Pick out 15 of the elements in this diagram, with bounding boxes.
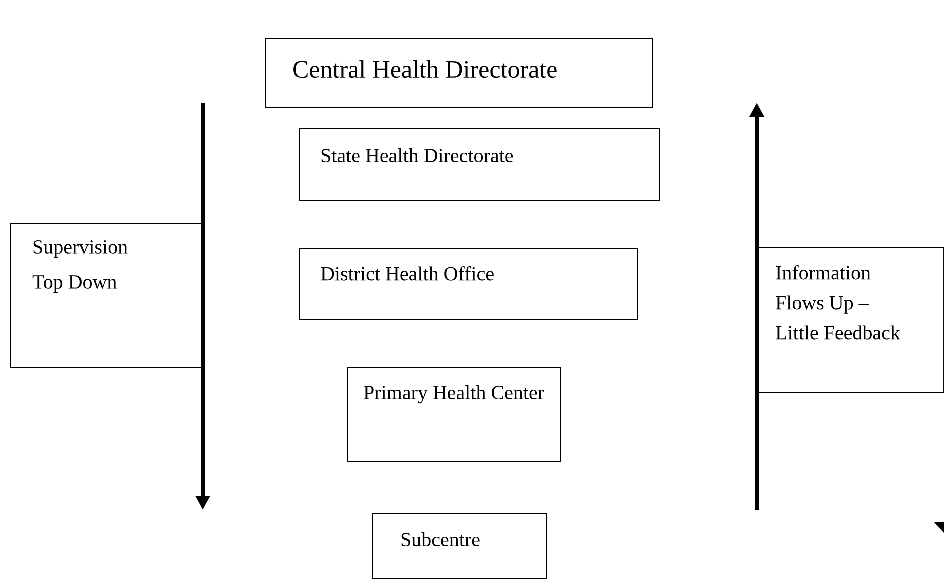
node-text: Central Health Directorate — [294, 60, 557, 78]
level-box — [265, 38, 653, 108]
node-text: State Health Directorate — [322, 148, 514, 163]
node-text: District Health Office — [321, 266, 494, 281]
node-text: Subcentre — [402, 532, 480, 547]
level-box — [299, 128, 660, 201]
node-text: Information Flows Up – Little Feedback — [776, 266, 900, 340]
node-text: Primary Health Center — [364, 386, 544, 404]
level-box — [372, 513, 547, 579]
node-text: Top Down — [32, 276, 117, 293]
level-box — [299, 248, 638, 320]
note-box — [757, 247, 944, 393]
node-text: Supervision — [34, 240, 128, 258]
note-box — [10, 223, 204, 368]
level-box — [347, 367, 561, 462]
